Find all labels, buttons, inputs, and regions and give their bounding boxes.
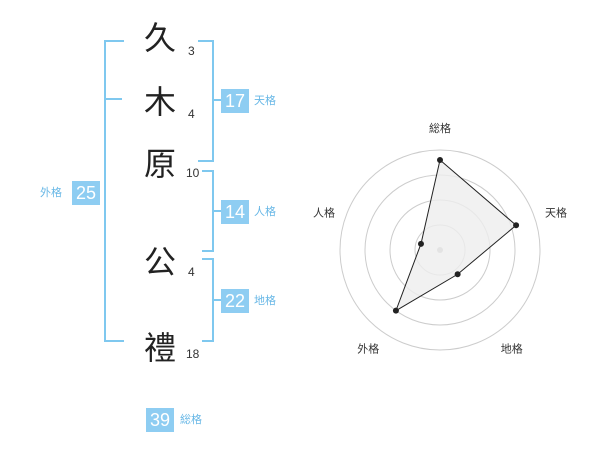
jinkaku-bracket-tick xyxy=(214,210,222,212)
tenkaku-bracket-tick xyxy=(214,99,222,101)
gaikaku-bracket xyxy=(104,40,124,342)
radar-polygon-layer xyxy=(394,159,517,312)
radar-point-5 xyxy=(417,240,424,247)
stroke-count-5: 18 xyxy=(186,347,200,361)
radar-ring xyxy=(339,149,541,351)
radar-point-4 xyxy=(392,307,399,314)
radar-point-3 xyxy=(454,271,461,278)
stroke-count-4: 4 xyxy=(188,265,195,279)
given-char-2: 禮 xyxy=(143,329,176,367)
surname-char-3: 原 xyxy=(143,145,176,183)
gaikaku-score: 25 xyxy=(72,181,100,205)
tenkaku-score: 17 xyxy=(221,89,249,113)
surname-char-1: 久 xyxy=(143,19,176,57)
stroke-count-2: 4 xyxy=(188,107,195,121)
jinkaku-bracket xyxy=(202,170,214,252)
given-char-1: 公 xyxy=(143,243,176,281)
stroke-count-3: 10 xyxy=(186,166,200,180)
chikaku-bracket xyxy=(202,258,214,342)
radar-axis-label-5: 人格 xyxy=(313,205,335,219)
radar-point-1 xyxy=(437,157,443,163)
radar-axis-label-1: 総格 xyxy=(429,121,451,135)
chikaku-bracket-tick xyxy=(214,299,222,301)
gaikaku-label: 外格 xyxy=(40,186,62,199)
jinkaku-label: 人格 xyxy=(254,205,276,218)
radar-series-polygon xyxy=(394,159,517,312)
radar-points xyxy=(392,157,520,314)
radar-point-2 xyxy=(513,222,520,229)
soukaku-score: 39 xyxy=(146,408,174,432)
gaikaku-bracket-divider xyxy=(104,98,122,100)
chikaku-score: 22 xyxy=(221,289,249,313)
radar-axis-label-2: 天格 xyxy=(545,205,567,219)
surname-char-2: 木 xyxy=(143,83,176,121)
chikaku-label: 地格 xyxy=(254,294,276,307)
stroke-count-1: 3 xyxy=(188,44,195,58)
radar-axis-label-3: 地格 xyxy=(501,342,523,356)
soukaku-label: 総格 xyxy=(180,413,202,426)
radar-axis-label-4: 外格 xyxy=(357,342,379,356)
tenkaku-bracket xyxy=(198,40,214,162)
tenkaku-label: 天格 xyxy=(254,94,276,107)
jinkaku-score: 14 xyxy=(221,200,249,224)
